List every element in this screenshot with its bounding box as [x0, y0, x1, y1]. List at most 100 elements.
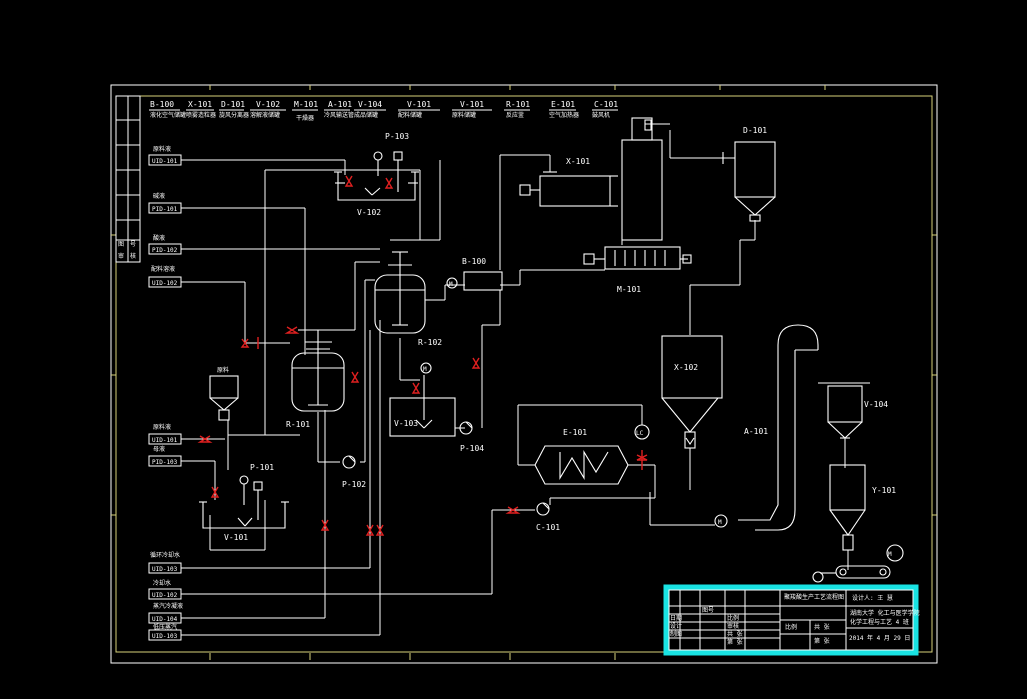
- header-code: V-101: [407, 100, 431, 109]
- separator-x102: [661, 335, 723, 449]
- title-cell: 共 张: [727, 630, 743, 638]
- title-class: 化学工程与工艺 4 班: [850, 618, 909, 626]
- left-strip-text-3: 审: [118, 252, 124, 260]
- title-block-highlight: [663, 584, 919, 656]
- label-a101: A-101: [744, 427, 768, 436]
- header-code: X-101: [188, 100, 212, 109]
- stream-label: 原料液: [153, 423, 171, 431]
- header-desc: 成品储罐: [354, 111, 378, 119]
- sheet-border: [110, 84, 938, 664]
- label-y101: Y-101: [872, 486, 896, 495]
- title-sheet: 第 张: [814, 637, 830, 645]
- heater-e101: [534, 424, 650, 485]
- stream-label: 碱液: [153, 192, 165, 200]
- label-m101: M-101: [617, 285, 641, 294]
- motor-v103: M: [423, 366, 427, 373]
- valve-icon: [284, 326, 300, 334]
- stream-label: 配料溶液: [151, 265, 175, 273]
- label-x102: X-102: [674, 363, 698, 372]
- label-d101: D-101: [743, 126, 767, 135]
- pump-p102: [342, 455, 356, 469]
- valve-icon: [320, 519, 330, 531]
- title-cell: 比例: [727, 614, 739, 622]
- header-desc: 干燥器: [296, 114, 314, 122]
- title-total: 共 张: [814, 623, 830, 631]
- header-desc: 原料储罐: [452, 111, 476, 119]
- label-v101: V-101: [224, 533, 248, 542]
- label-c101: C-101: [536, 523, 560, 532]
- title-scale: 比例: [785, 623, 797, 631]
- title-cell: 图号: [702, 607, 714, 614]
- stream-labels: 原料液 UID-101 碱液 PID-101 酸液 PID-102 配料溶液 U…: [148, 145, 183, 641]
- cyclone-d101: [722, 141, 776, 222]
- header-code: E-101: [551, 100, 575, 109]
- motor-a101: M: [718, 519, 722, 526]
- stream-id: UID-102: [152, 592, 178, 599]
- label-p103: P-103: [385, 132, 409, 141]
- label-v103: V-103: [394, 419, 418, 428]
- header-desc: 冷风输送管: [324, 111, 354, 119]
- stream-label: 酸液: [153, 234, 165, 242]
- drawing-frame: [115, 95, 933, 653]
- stream-id: PID-102: [152, 247, 178, 254]
- title-project: 聚羧酸生产工艺流程图: [784, 593, 844, 601]
- valves: [197, 175, 648, 536]
- stream-id: UID-103: [152, 566, 178, 573]
- label-p104: P-104: [460, 444, 484, 453]
- header-code-row: B-100 液化空气储罐 X-101 喷雾造粒器 D-101 旋风分离器 V-1…: [149, 100, 618, 122]
- title-date: 2014 年 4 月 29 日: [849, 634, 910, 642]
- header-code: C-101: [594, 100, 618, 109]
- header-code: D-101: [221, 100, 245, 109]
- level-controller-label: LC: [636, 430, 644, 437]
- hopper-label: 原料: [217, 366, 229, 374]
- title-school: 湖南大学 化工与医学学院: [850, 609, 920, 617]
- stream-label: 原料液: [153, 145, 171, 153]
- screw-m101: [583, 246, 692, 270]
- label-v104: V-104: [864, 400, 888, 409]
- tank-v104: [818, 382, 870, 439]
- left-revision-strip: 图 号 审 核: [115, 95, 141, 263]
- duct-a101: [714, 324, 819, 531]
- stream-id: PID-101: [152, 206, 178, 213]
- vessel-b100: [446, 271, 503, 291]
- tank-y101: [829, 464, 866, 551]
- label-b100: B-100: [462, 257, 486, 266]
- motor-b100: M: [449, 281, 453, 288]
- header-desc: 旋风分离器: [219, 111, 249, 119]
- label-r101: R-101: [286, 420, 310, 429]
- valve-icon: [350, 371, 360, 383]
- valve-icon: [210, 486, 220, 498]
- title-designer: 设计人: 王 慧: [852, 594, 893, 602]
- title-cell: 日期: [670, 614, 682, 622]
- hopper-feed: [209, 375, 239, 421]
- spray-x101: [519, 171, 618, 207]
- title-cell: 设计: [670, 622, 682, 630]
- header-desc: 液化空气储罐: [150, 111, 186, 119]
- title-block: 聚羧酸生产工艺流程图 设计人: 王 慧 湖南大学 化工与医学学院 化学工程与工艺…: [663, 584, 920, 656]
- valve-icon: [636, 450, 648, 470]
- pump-c101: [536, 502, 550, 516]
- border-ticks: [111, 85, 937, 660]
- valve-icon: [505, 506, 521, 514]
- tank-v101: [199, 475, 289, 529]
- valve-icon: [240, 337, 259, 349]
- stream-label: 蒸汽冷凝液: [153, 602, 183, 610]
- header-desc: 反应釜: [506, 111, 524, 119]
- header-code: R-101: [506, 100, 530, 109]
- valve-icon: [471, 357, 481, 369]
- header-desc: 喷雾造粒器: [186, 111, 216, 119]
- valve-icon: [411, 382, 421, 394]
- header-code: V-101: [460, 100, 484, 109]
- header-desc: 溶解液储罐: [250, 111, 280, 119]
- header-code: V-104: [358, 100, 382, 109]
- reactor-r102: [374, 251, 426, 334]
- valve-icon: [197, 435, 213, 443]
- title-cell: 审核: [727, 622, 739, 630]
- left-strip-text-4: 核: [130, 252, 136, 260]
- stream-id: UID-101: [152, 158, 178, 165]
- header-code: B-100: [150, 100, 174, 109]
- stream-id: PID-103: [152, 459, 178, 466]
- stream-label: 循环冷却水: [150, 551, 180, 559]
- label-p102: P-102: [342, 480, 366, 489]
